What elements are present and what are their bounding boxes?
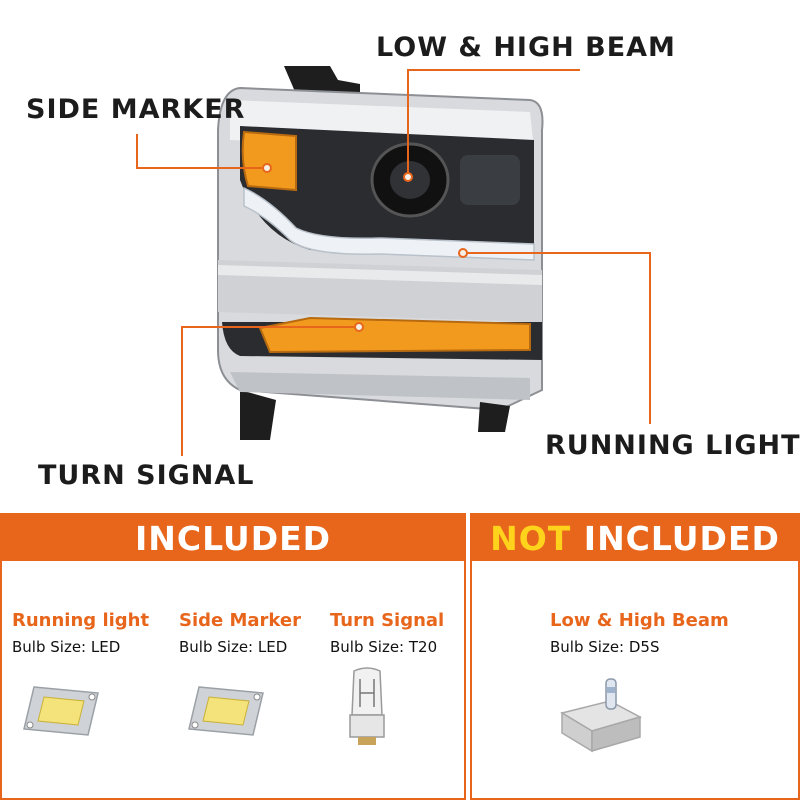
leader-line-side-marker-h: [136, 167, 266, 169]
callout-dot-side-marker: [262, 163, 272, 173]
leader-line-low-beam-h: [408, 69, 580, 71]
callout-side-marker: SIDE MARKER: [26, 94, 246, 125]
item-name: Side Marker: [179, 610, 302, 631]
item-bulb-size: Bulb Size: LED: [12, 638, 121, 656]
not-included-item-low-high-beam: Low & High Beam Bulb Size: D5S: [550, 610, 729, 656]
led-chip-icon: [188, 686, 264, 736]
callout-low-high-beam: LOW & HIGH BEAM: [376, 32, 676, 63]
item-name: Running light: [12, 610, 150, 631]
not-included-header: NOT INCLUDED: [472, 515, 798, 561]
included-panel: INCLUDED Running light Bulb Size: LED Si…: [0, 513, 466, 800]
callout-dot-low-beam: [403, 172, 413, 182]
t20-bulb-icon: [349, 667, 385, 745]
callout-dot-turn-signal: [354, 322, 364, 332]
callout-turn-signal: TURN SIGNAL: [38, 460, 255, 491]
d5s-bulb-icon: [560, 678, 642, 753]
included-item-turn-signal: Turn Signal Bulb Size: T20: [330, 610, 444, 656]
not-included-title-highlight: NOT: [490, 518, 572, 558]
leader-line-running-h: [466, 252, 650, 254]
callout-running-light: RUNNING LIGHT: [545, 430, 800, 461]
headlight-image: [217, 66, 544, 440]
item-name: Low & High Beam: [550, 610, 729, 631]
item-bulb-size: Bulb Size: LED: [179, 638, 288, 656]
included-item-running-light: Running light Bulb Size: LED: [12, 610, 149, 656]
not-included-panel: NOT INCLUDED Low & High Beam Bulb Size: …: [470, 513, 800, 800]
included-header: INCLUDED: [2, 515, 464, 561]
included-title: INCLUDED: [134, 518, 332, 558]
item-name: Turn Signal: [330, 610, 445, 631]
leader-line-turn-v: [181, 326, 183, 456]
leader-line-running-v: [649, 252, 651, 424]
leader-line-side-marker-v: [136, 134, 138, 168]
led-chip-icon: [23, 686, 99, 736]
callout-dot-running-light: [458, 248, 468, 258]
leader-line-low-beam-v: [407, 69, 409, 175]
item-bulb-size: Bulb Size: D5S: [550, 638, 660, 656]
leader-line-turn-h: [181, 326, 355, 328]
included-item-side-marker: Side Marker Bulb Size: LED: [179, 610, 301, 656]
not-included-title-rest: INCLUDED: [571, 518, 780, 558]
item-bulb-size: Bulb Size: T20: [330, 638, 438, 656]
